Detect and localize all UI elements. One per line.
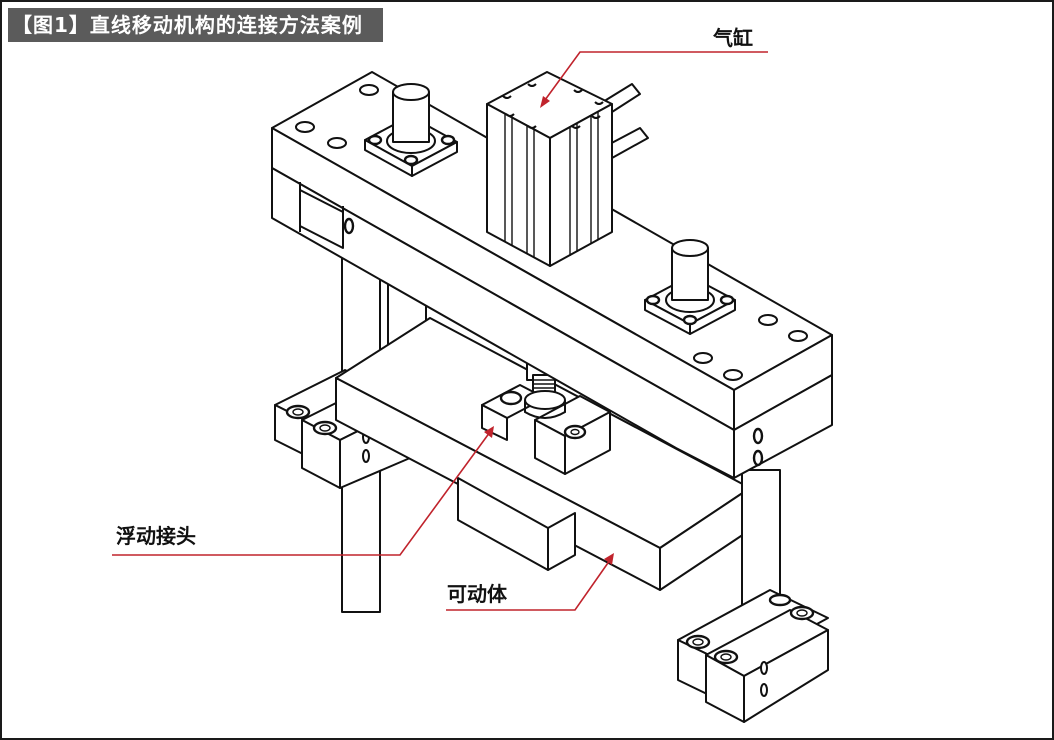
figure-title: 【图1】直线移动机构的连接方法案例 [8,8,383,42]
linear-bushing-right [644,239,736,335]
air-cylinder [486,71,649,267]
label-movable-body: 可动体 [447,582,507,606]
label-floating-joint: 浮动接头 [116,524,196,548]
callout-floating-joint [112,426,494,556]
callout-movable-body [446,553,614,611]
label-cylinder: 气缸 [713,26,753,50]
shaft-support-right [677,589,829,723]
floating-joint [481,384,611,475]
callout-cylinder [540,51,768,108]
linear-bushing-left [364,83,458,177]
